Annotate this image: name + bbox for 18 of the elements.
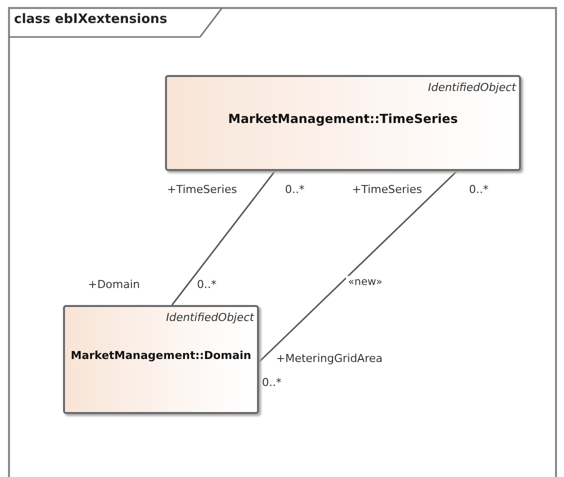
- role-label: +TimeSeries: [167, 183, 237, 196]
- role-label: +TimeSeries: [352, 183, 422, 196]
- stereotype-label: IdentifiedObject: [166, 311, 254, 324]
- multiplicity-label: 0..*: [469, 183, 488, 196]
- frame-title: class ebIXextensions: [14, 12, 168, 27]
- multiplicity-label: 0..*: [262, 376, 282, 389]
- class-box: [165, 75, 521, 171]
- class-name: MarketManagement::TimeSeries: [227, 111, 459, 126]
- multiplicity-label: 0..*: [285, 183, 304, 196]
- role-label: +Domain: [88, 278, 140, 291]
- edge-label: «new»: [346, 276, 384, 288]
- class-name: MarketManagement::Domain: [70, 349, 252, 362]
- role-label: +MeteringGridArea: [276, 352, 382, 365]
- association-line: [258, 170, 458, 363]
- class-box: [63, 305, 259, 414]
- association-line: [171, 170, 276, 306]
- stereotype-label: IdentifiedObject: [428, 81, 516, 94]
- multiplicity-label: 0..*: [197, 278, 216, 291]
